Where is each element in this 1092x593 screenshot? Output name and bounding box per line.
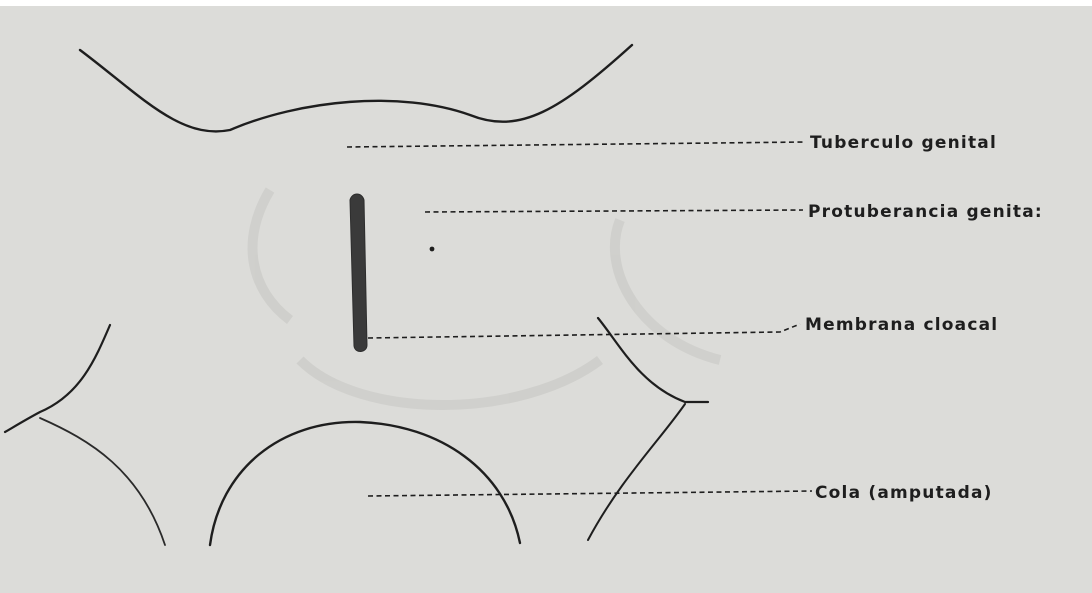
label-membrana-cloacal: Membrana cloacal [805,315,998,335]
cloacal-membrane-bar [350,194,367,352]
label-cola-amputada: Cola (amputada) [815,483,993,503]
leader-line-cola [368,491,812,496]
label-protuberancia-genital: Protuberancia genita: [808,202,1043,222]
small-dot-mark [430,247,435,252]
top-contour-line [80,45,632,131]
leader-line-protuberancia [425,210,803,212]
faint-body-shading [253,190,720,405]
left-limb-line [40,418,165,545]
leader-line-membrana [368,324,800,338]
right-limb-line [588,404,685,540]
tail-arc-line [210,422,520,545]
label-tuberculo-genital: Tuberculo genital [810,133,997,153]
left-contour-line [5,325,110,432]
leader-line-tuberculo [347,142,805,147]
